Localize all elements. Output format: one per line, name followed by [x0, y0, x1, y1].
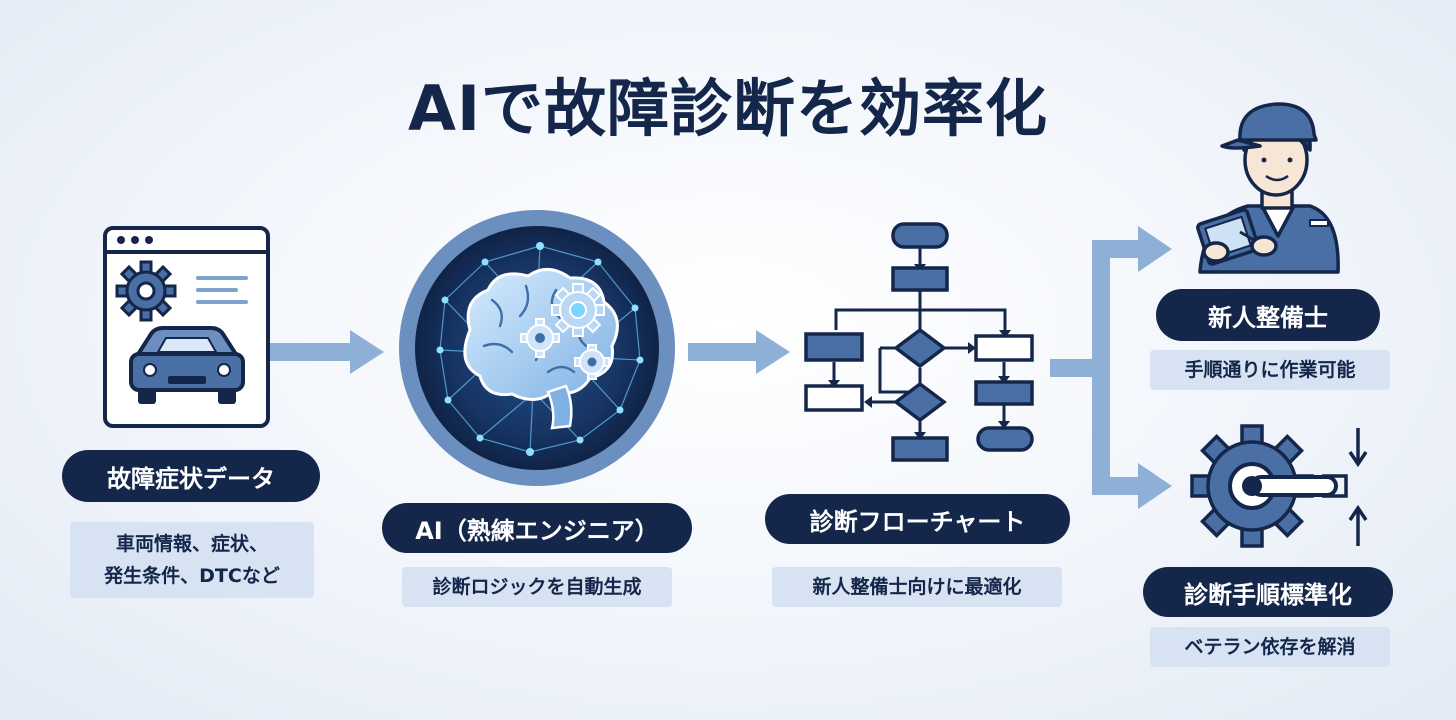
- flowchart-icon: [804, 222, 1034, 462]
- branch-arrow: [1050, 226, 1172, 509]
- desc-line: 発生条件、DTCなど: [104, 565, 280, 587]
- network-nodes: [436, 242, 644, 456]
- standardize-marker: [1322, 428, 1368, 546]
- desc-line: 手順通りに作業可能: [1184, 359, 1356, 381]
- step-label-ai: AI（熟練エンジニア）: [382, 503, 692, 553]
- outcome-label-new-mechanic: 新人整備士: [1156, 289, 1380, 341]
- brain-gear-small: [520, 318, 560, 358]
- outcome-desc-new-mechanic: 手順通りに作業可能: [1150, 350, 1390, 390]
- outcome-desc-standardization: ベテラン依存を解消: [1150, 627, 1390, 667]
- step-label-flowchart: 診断フローチャート: [765, 494, 1070, 544]
- arrow-ai-to-flow: [688, 330, 790, 374]
- step-desc-flowchart: 新人整備士向けに最適化: [772, 567, 1062, 607]
- desc-line: 診断ロジックを自動生成: [432, 576, 642, 598]
- car-icon: [129, 326, 245, 404]
- step-desc-symptom-data: 車両情報、症状、 発生条件、DTCなど: [70, 522, 314, 598]
- standardize-gear-icon: [1190, 424, 1338, 548]
- tablet-icon: [1196, 208, 1278, 266]
- arrow-data-to-ai: [268, 330, 384, 374]
- gear-icon: [115, 260, 177, 322]
- brain-gear-right: [574, 344, 610, 380]
- desc-line: ベテラン依存を解消: [1184, 636, 1356, 658]
- step-label-symptom-data: 故障症状データ: [62, 450, 320, 502]
- desc-line: 車両情報、症状、: [115, 533, 268, 555]
- brain-gear-large: [551, 283, 605, 337]
- desc-line: 新人整備士向けに最適化: [812, 576, 1022, 598]
- step-desc-ai: 診断ロジックを自動生成: [402, 567, 672, 607]
- page-title: AIで故障診断を効率化: [407, 72, 1049, 145]
- outcome-label-standardization: 診断手順標準化: [1143, 567, 1393, 617]
